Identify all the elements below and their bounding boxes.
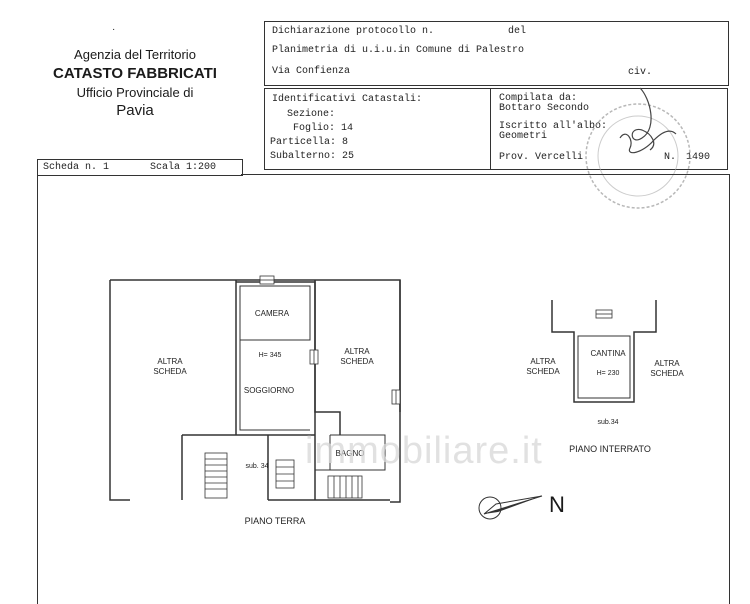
provincia-label: Pavia <box>116 102 154 119</box>
piano-terra-plan <box>109 275 401 503</box>
compilata-title: Compilata da: <box>499 93 578 104</box>
piano-terra-caption: PIANO TERRA <box>244 516 306 526</box>
dichiarazione-label: Dichiarazione protocollo n. <box>272 26 435 37</box>
terra-height: H= 345 <box>258 352 282 359</box>
frame-right <box>729 174 730 604</box>
planimetria-label: Planimetria di u.i.u.in Comune di Palest… <box>272 45 525 56</box>
scheda-line <box>241 174 730 175</box>
header-dot: · <box>112 24 116 35</box>
subalterno-label: Subalterno: 25 <box>270 151 355 162</box>
compilata-box <box>489 88 728 170</box>
piano-interrato-caption: PIANO INTERRATO <box>569 444 651 454</box>
iscritto-label: Iscritto all'albo: <box>499 121 608 132</box>
agency-name: Agenzia del Territorio <box>74 47 196 62</box>
room-soggiorno: SOGGIORNO <box>243 386 295 395</box>
interrato-height: H= 230 <box>596 370 620 377</box>
identificativi-box <box>264 88 491 170</box>
particella-label: Particella: 8 <box>270 137 349 148</box>
n-value: 1490 <box>686 152 711 163</box>
frame-left <box>37 174 38 604</box>
piano-interrato-plan <box>551 300 657 403</box>
watermark: immobiliare.it <box>305 430 543 472</box>
civ-label: civ. <box>628 67 653 78</box>
n-label: N. <box>664 152 677 163</box>
terra-altra-scheda-left: ALTRA SCHEDA <box>153 357 187 376</box>
scheda-bar <box>37 159 243 176</box>
interrato-altra-scheda-left: ALTRA SCHEDA <box>526 357 560 376</box>
foglio-label: Foglio: 14 <box>293 123 354 134</box>
room-camera: CAMERA <box>254 309 290 318</box>
sezione-label: Sezione: <box>287 109 336 120</box>
ufficio-label: Ufficio Provinciale di <box>76 85 194 100</box>
albo-label: Geometri <box>499 131 548 142</box>
room-bagno: BAGNO <box>335 449 365 458</box>
scala-label: Scala 1:200 <box>150 162 217 173</box>
room-cantina: CANTINA <box>590 349 626 358</box>
north-arrow-icon <box>478 495 543 520</box>
protocol-box <box>264 21 729 86</box>
via-label: Via Confienza <box>272 66 351 77</box>
stamp-seal <box>585 87 691 209</box>
interrato-altra-scheda-right: ALTRA SCHEDA <box>650 359 684 378</box>
north-letter: N <box>549 492 565 517</box>
terra-sub: sub. 34 <box>245 463 269 470</box>
compilata-name: Bottaro Secondo <box>499 103 590 114</box>
interrato-sub: sub.34 <box>597 419 619 426</box>
terra-altra-scheda-right: ALTRA SCHEDA <box>340 347 374 366</box>
identificativi-title: Identificativi Catastali: <box>272 94 423 105</box>
catasto-title: CATASTO FABBRICATI <box>53 65 217 82</box>
prov-label: Prov. Vercelli <box>499 152 584 163</box>
scheda-label: Scheda n. 1 <box>43 162 110 173</box>
del-label: del <box>508 26 527 37</box>
